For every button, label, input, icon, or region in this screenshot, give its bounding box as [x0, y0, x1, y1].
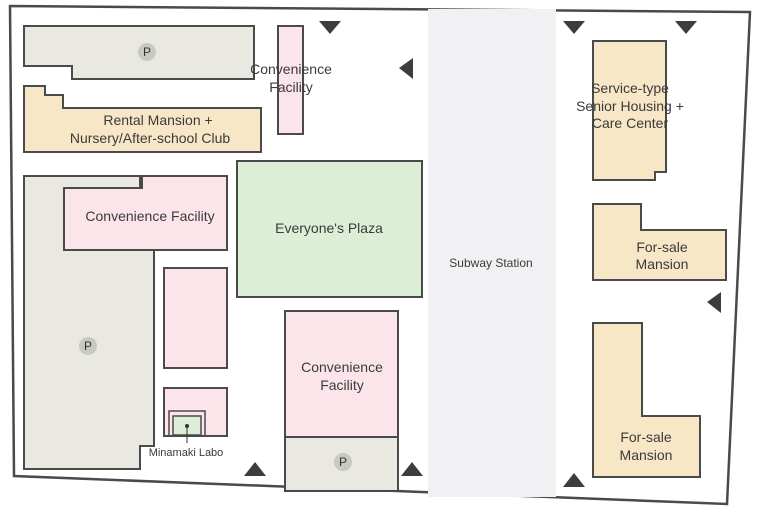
- senior-housing-label-line2: Senior Housing +: [576, 98, 684, 114]
- convenience-facility-mid: [63, 175, 228, 251]
- senior-housing-label-line3: Care Center: [592, 115, 669, 131]
- rental-mansion-label-line2: Nursery/After-school Club: [70, 130, 230, 146]
- convenience-facility-mid-label: Convenience Facility: [85, 208, 214, 224]
- entrance-arrow-left-icon: [399, 58, 413, 79]
- entrance-arrow-down-icon: [675, 21, 697, 34]
- entrance-arrow-up-icon: [401, 462, 423, 476]
- parking-badge-icon: [79, 337, 97, 355]
- minamaki-labo-label: Minamaki Labo: [149, 447, 224, 459]
- everyones-plaza: [236, 160, 423, 298]
- subway-station-area: [428, 9, 556, 497]
- parking-badge-icon: [138, 43, 156, 61]
- for-sale-mansion-bottom: [592, 322, 701, 478]
- convenience-facility-top-label-line1: Convenience: [250, 61, 332, 77]
- for-sale-mansion-top-label-line2: Mansion: [636, 256, 689, 272]
- for-sale-mansion-top-label-line1: For-sale: [636, 239, 688, 255]
- parking-badge-icon: [334, 453, 352, 471]
- rental-mansion-building: [23, 85, 262, 153]
- for-sale-mansion-bottom-label-line2: Mansion: [620, 447, 673, 463]
- convenience-facility-top: [277, 25, 304, 135]
- for-sale-mansion-top: [592, 203, 727, 281]
- senior-housing-building: [592, 40, 667, 181]
- convenience-facility-top-label-line2: Facility: [269, 79, 313, 95]
- entrance-arrow-up-icon: [244, 462, 266, 476]
- parking-symbol: P: [339, 455, 347, 469]
- entrance-arrow-down-icon: [319, 21, 341, 34]
- dot-pin-icon: [185, 424, 189, 428]
- parking-symbol: P: [84, 339, 92, 353]
- entrance-arrow-down-icon: [563, 21, 585, 34]
- rental-mansion-label-line1: Rental Mansion +: [103, 112, 212, 128]
- commercial-block: [163, 267, 228, 369]
- subway-station-label: Subway Station: [449, 256, 532, 270]
- for-sale-mansion-bottom-label-line1: For-sale: [620, 429, 672, 445]
- convenience-facility-bottom-label-line2: Facility: [320, 377, 364, 393]
- convenience-facility-bottom-label-line1: Convenience: [301, 359, 383, 375]
- everyones-plaza-label: Everyone's Plaza: [275, 220, 383, 236]
- entrance-arrow-left-icon: [707, 292, 721, 313]
- entrance-arrow-up-icon: [563, 473, 585, 487]
- convenience-facility-bottom: [284, 310, 399, 438]
- parking-symbol: P: [143, 45, 151, 59]
- senior-housing-label-line1: Service-type: [591, 80, 669, 96]
